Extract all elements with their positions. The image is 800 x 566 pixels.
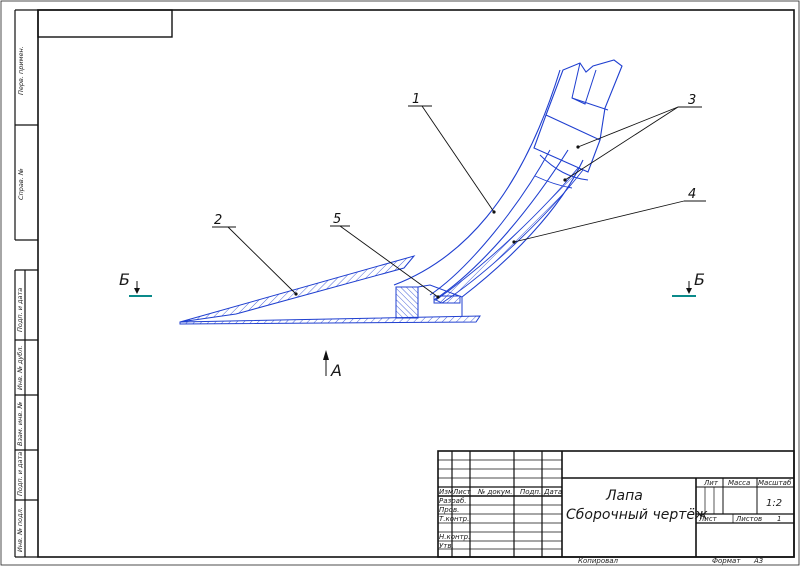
part-4-strip: [435, 167, 584, 304]
leader-lines: [212, 105, 706, 298]
callout-2: 2: [214, 213, 222, 228]
tb-sheets-count: 1: [777, 515, 781, 523]
callout-1: 1: [412, 92, 420, 107]
section-marker-left: Б: [119, 270, 152, 297]
part-5-block: [395, 286, 419, 319]
tb-scale: 1:2: [766, 498, 782, 509]
tb-header-podp: Подп.: [520, 488, 541, 496]
side-label-inv-podl: Инв. № подл.: [16, 507, 24, 552]
section-label-left: Б: [119, 270, 130, 289]
part-1-outer-edge: [393, 69, 561, 286]
section-label-right: Б: [694, 270, 705, 289]
tb-role-razrab: Разраб.: [439, 497, 467, 505]
side-label-inv-dubl: Инв. № дубл.: [16, 346, 24, 390]
top-left-box: [37, 9, 173, 38]
tb-role-utv: Утв.: [439, 542, 454, 550]
tb-format: Формат: [712, 557, 741, 565]
callout-3: 3: [688, 93, 696, 108]
upper-shank: [545, 59, 623, 141]
tb-massa: Масса: [728, 479, 750, 487]
part-2-wedge: [179, 255, 416, 323]
callout-5: 5: [333, 212, 341, 227]
tb-sheet-label: Лист: [698, 515, 718, 523]
leader-dots: [294, 145, 580, 299]
tb-lit: Лит: [703, 479, 719, 487]
tb-header-doc: № докум.: [477, 488, 513, 496]
side-label-sprav: Справ. №: [17, 168, 25, 200]
tb-copied: Копировал: [578, 557, 619, 565]
tb-role-tkontr: Т.контр.: [439, 515, 469, 523]
side-label-vzam: Взам. инв. №: [16, 402, 24, 446]
view-label-a: А: [330, 361, 342, 380]
tb-title-1: Лапа: [605, 488, 643, 504]
view-arrow-a: А: [323, 350, 342, 380]
tb-sheets-label: Листов: [735, 515, 762, 523]
tb-masshtab: Масштаб: [758, 479, 792, 487]
section-marker-right: Б: [672, 270, 705, 297]
tb-header-data: Дата: [543, 488, 562, 496]
part-3-clamp: [533, 114, 601, 173]
tb-header-list: Лист: [452, 488, 472, 496]
tb-title-2: Сборочный чертёж: [566, 507, 708, 523]
tb-header-izm: Изм: [439, 488, 454, 496]
tb-role-nkontr: Н.контр.: [439, 533, 470, 541]
tb-role-prov: Пров.: [439, 506, 459, 514]
base-plate: [179, 315, 481, 325]
side-stamp: [14, 9, 38, 558]
assembly-drawing: [179, 59, 623, 325]
title-block: [437, 450, 795, 558]
side-label-podp-2: Подп. и дата: [16, 452, 24, 496]
side-label-podp-1: Подп. и дата: [16, 288, 24, 332]
side-label-perv: Перв. примен.: [17, 46, 25, 95]
tb-format-value: А3: [753, 557, 763, 565]
inner-frame: [37, 9, 795, 558]
callout-4: 4: [688, 187, 696, 202]
